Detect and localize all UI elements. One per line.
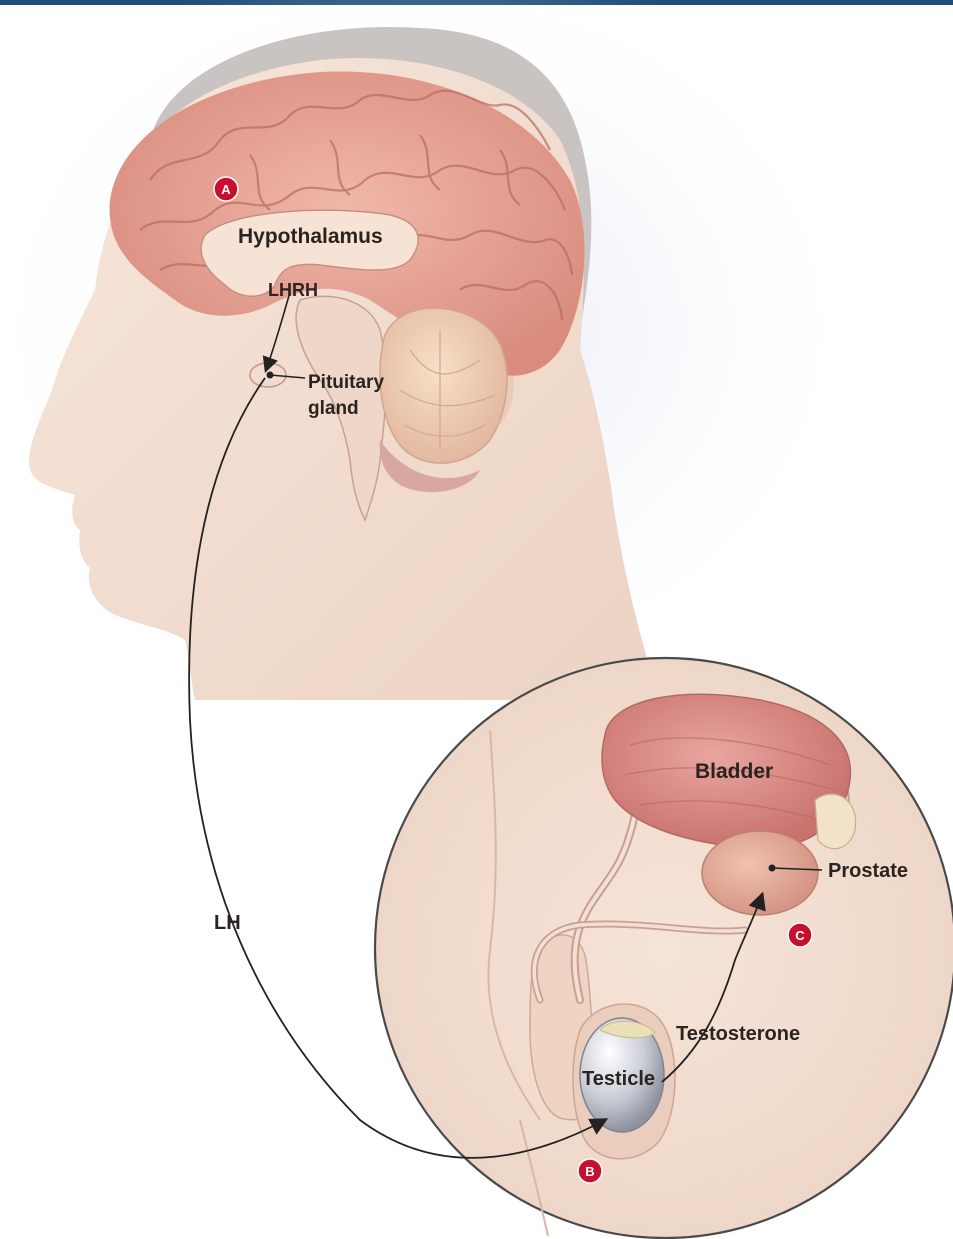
badge-b: B (578, 1159, 602, 1183)
pituitary-dot (267, 372, 274, 379)
label-lhrh: LHRH (268, 280, 318, 300)
label-pituitary-line2: gland (308, 398, 359, 419)
label-hypothalamus: Hypothalamus (238, 225, 383, 248)
cerebellum (380, 308, 507, 463)
label-lh: LH (214, 912, 241, 934)
seminal-vesicle (815, 794, 856, 849)
badge-c-letter: C (795, 928, 805, 943)
label-testosterone: Testosterone (676, 1023, 800, 1045)
badge-c: C (788, 923, 812, 947)
label-prostate: Prostate (828, 860, 908, 882)
label-bladder: Bladder (695, 760, 773, 783)
label-pituitary-line1: Pituitary (308, 372, 384, 393)
badge-b-letter: B (585, 1164, 594, 1179)
prostate-dot (769, 865, 776, 872)
label-testicle: Testicle (582, 1068, 655, 1090)
badge-a-letter: A (221, 182, 231, 197)
badge-a: A (214, 177, 238, 201)
